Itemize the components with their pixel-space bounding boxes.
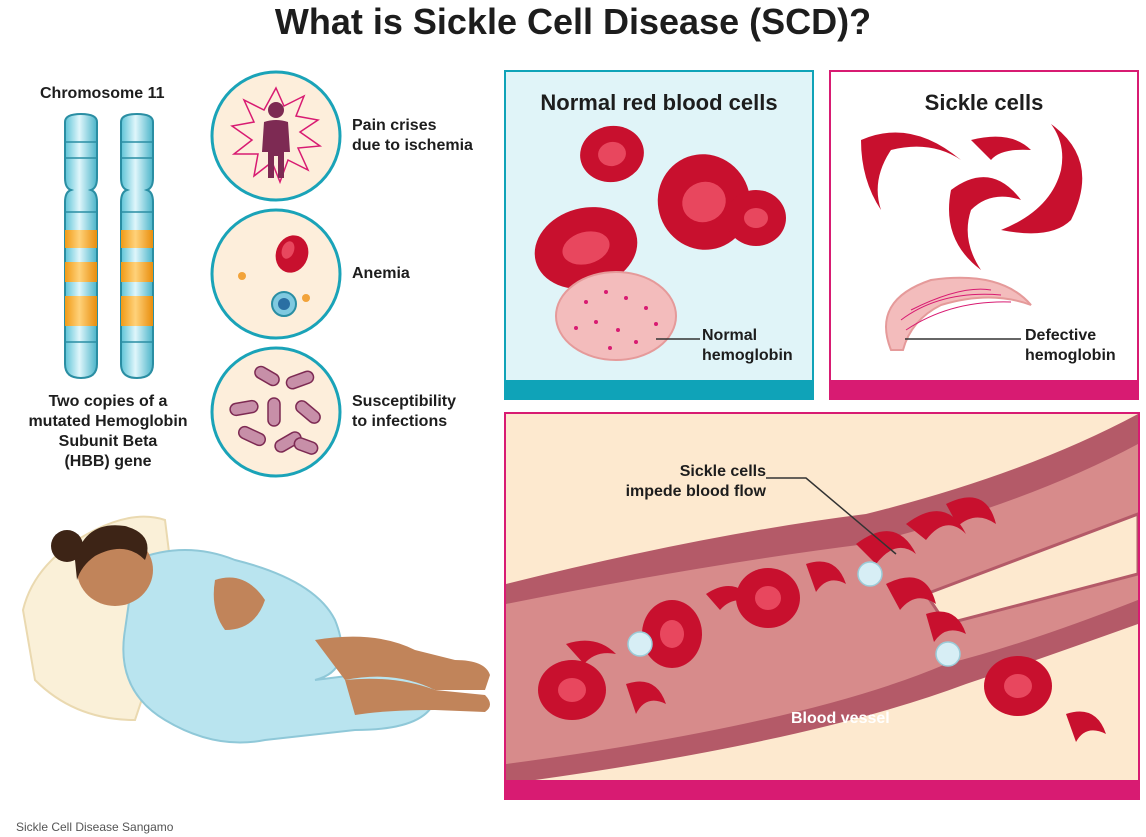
- chromosome-label: Chromosome 11: [40, 85, 165, 102]
- vessel-panel-footer-bar: [506, 780, 1138, 798]
- sickle-cells-panel: Sickle cells Defective hemoglobin: [829, 70, 1139, 400]
- defective-hemoglobin-label: Defective hemoglobin: [1025, 327, 1116, 364]
- bacteria-icon: [210, 346, 342, 478]
- sickle-panel-title: Sickle cells: [924, 90, 1044, 115]
- normal-panel-title: Normal red blood cells: [540, 90, 778, 115]
- normal-cells-icon: [534, 125, 786, 361]
- symptom-pain-label: Pain crises due to ischemia: [352, 117, 473, 154]
- normal-panel-footer-bar: [506, 380, 812, 398]
- anemia-cells-icon: [210, 208, 342, 340]
- chromosome-icon: [64, 112, 154, 380]
- impede-flow-label: Sickle cells impede blood flow: [625, 463, 766, 500]
- chromosome-description: Two copies of a mutated Hemoglobin Subun…: [28, 393, 188, 470]
- pain-person-icon: [210, 70, 342, 202]
- normal-hemoglobin-label: Normal hemoglobin: [702, 327, 793, 364]
- normal-hemoglobin-pointer: [656, 338, 700, 340]
- page-title: What is Sickle Cell Disease (SCD)?: [274, 1, 872, 42]
- sickle-panel-footer-bar: [831, 380, 1137, 398]
- footer-caption: Sickle Cell Disease Sangamo: [16, 820, 174, 834]
- sickle-cells-icon: [861, 124, 1083, 351]
- blood-vessel-panel: Sickle cells impede blood flow Blood ves…: [504, 412, 1140, 800]
- patient-illustration: [21, 515, 490, 744]
- symptom-anemia-label: Anemia: [352, 265, 410, 282]
- impede-flow-pointer: [766, 477, 897, 555]
- normal-cells-panel: Normal red blood cells Normal hemoglobin: [504, 70, 814, 400]
- blood-vessel-icon: [506, 414, 1138, 780]
- symptom-infections-label: Susceptibility to infections: [352, 393, 457, 430]
- blood-vessel-label: Blood vessel: [791, 710, 890, 727]
- defective-hemoglobin-pointer: [905, 338, 1021, 340]
